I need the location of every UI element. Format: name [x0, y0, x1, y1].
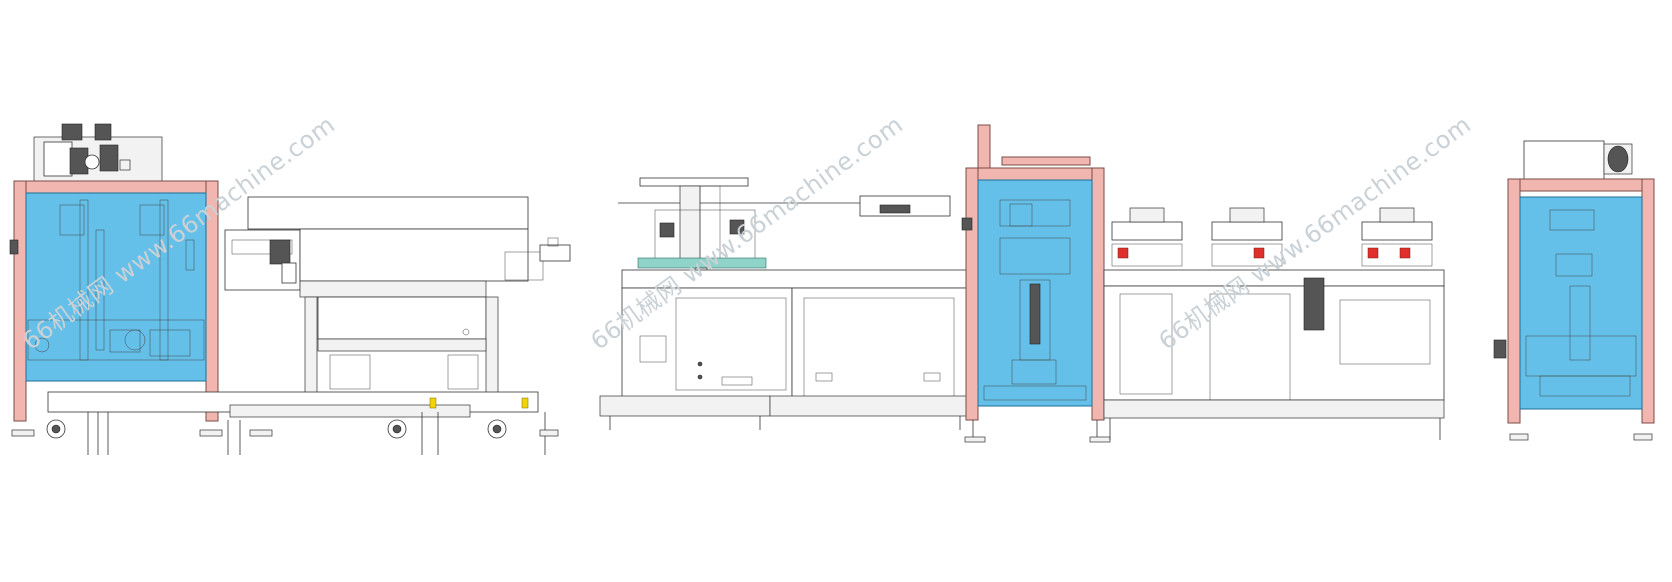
front-stations	[1103, 207, 1445, 440]
right-guard-enclosure	[1493, 178, 1655, 441]
left-base	[11, 391, 559, 455]
top-motor-housing	[33, 123, 163, 182]
right-top-motor	[1523, 140, 1633, 180]
left-conveyor-frame	[224, 196, 571, 394]
front-center-guard	[961, 124, 1111, 443]
right-side-view	[1493, 140, 1655, 441]
left-guard-enclosure	[9, 180, 219, 422]
left-side-view	[9, 123, 571, 455]
front-view	[599, 124, 1445, 443]
